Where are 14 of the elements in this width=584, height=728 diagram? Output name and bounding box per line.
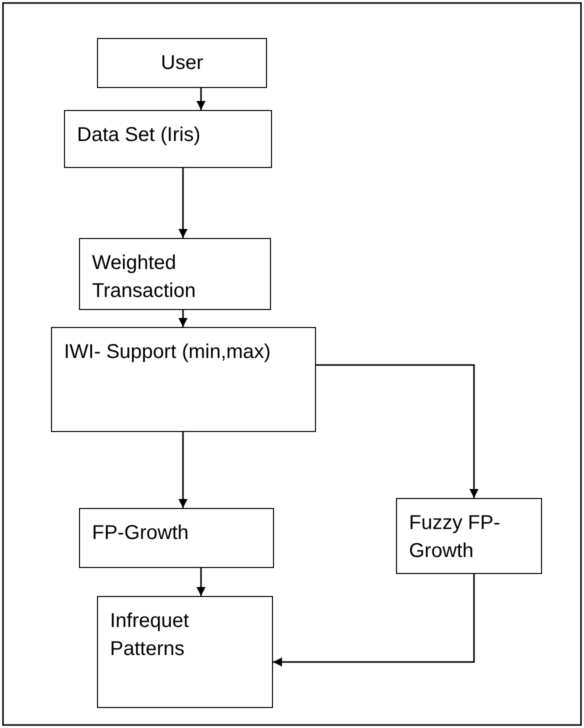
process-box: User (97, 38, 267, 88)
arrow (178, 432, 188, 508)
process-box: Weighted Transaction (79, 238, 271, 310)
process-box: Infrequet Patterns (97, 596, 273, 708)
process-box: Data Set (Iris) (64, 110, 272, 168)
arrow (178, 310, 188, 327)
arrow (273, 574, 475, 666)
arrow (196, 568, 206, 596)
arrow (196, 88, 206, 110)
arrow (178, 168, 188, 238)
process-box: FP-Growth (79, 508, 274, 568)
process-box: Fuzzy FP-Growth (396, 498, 542, 574)
process-box: IWI- Support (min,max) (51, 327, 316, 432)
arrow (316, 364, 478, 498)
